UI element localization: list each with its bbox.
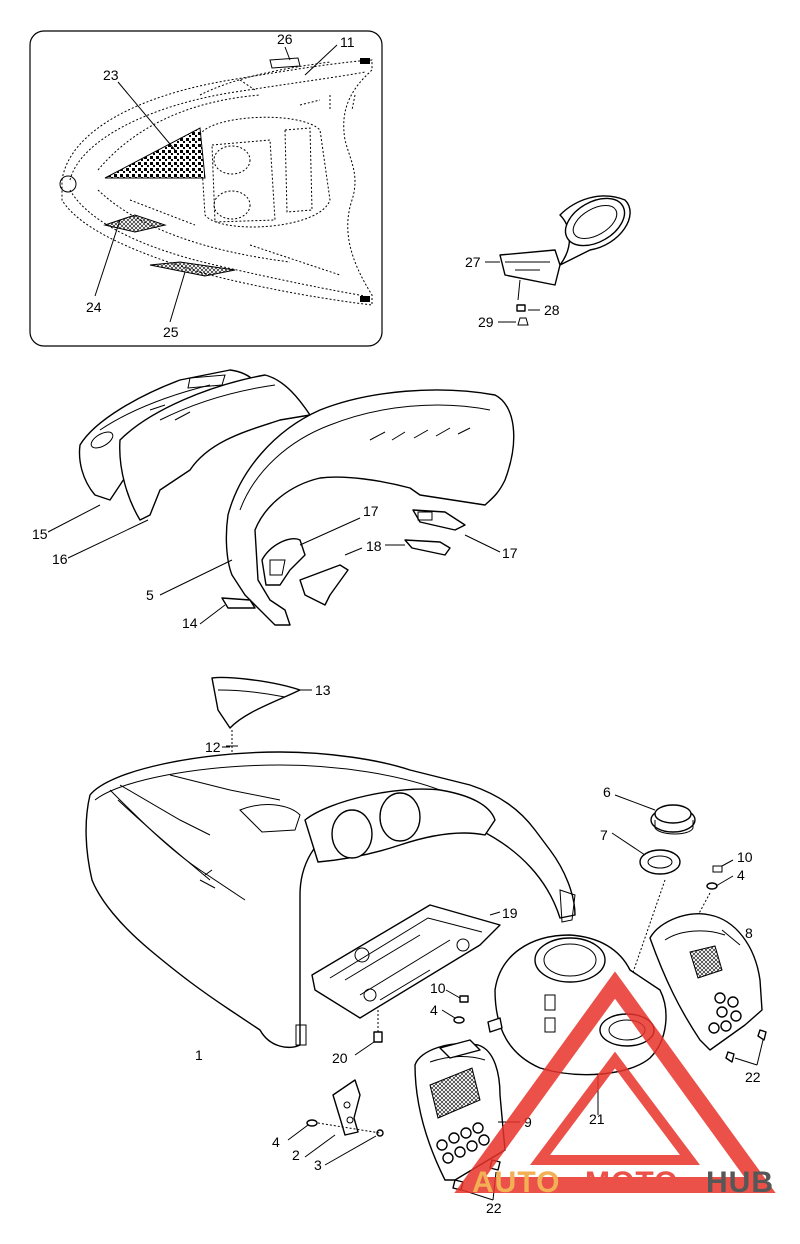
- watermark-triangle-outer: [454, 971, 776, 1193]
- watermark-logo: AUTO MOTO HUB: [454, 971, 776, 1199]
- part-27-instrument-housing: [485, 195, 631, 326]
- callout-4b: 4: [430, 1002, 438, 1018]
- part-21-console: [487, 934, 667, 1115]
- callout-10a: 10: [737, 849, 753, 865]
- callout-11: 11: [340, 34, 355, 50]
- hardware-10-4-right: [689, 859, 734, 931]
- part-19-tray: [311, 904, 501, 1056]
- callout-10b: 10: [430, 980, 446, 996]
- callout-25: 25: [163, 324, 179, 340]
- watermark-hub: HUB: [706, 1166, 774, 1199]
- callout-29: 29: [478, 314, 494, 330]
- callout-20: 20: [332, 1050, 348, 1066]
- callout-3: 3: [314, 1157, 322, 1173]
- callout-19: 19: [502, 905, 518, 921]
- callout-27: 27: [465, 254, 481, 270]
- part-9-side-bin-left: [414, 1039, 520, 1201]
- callout-4c: 4: [272, 1134, 280, 1150]
- callout-9: 9: [524, 1114, 532, 1130]
- watermark-auto: AUTO: [472, 1166, 560, 1199]
- callout-22a: 22: [745, 1069, 761, 1085]
- callout-5: 5: [146, 587, 154, 603]
- middle-leaders: [47, 504, 501, 625]
- part-8-side-bin-right: [649, 913, 767, 1066]
- part-6-7-cap-ring: [611, 794, 696, 1011]
- watermark-triangle-inner: [530, 1051, 700, 1165]
- callout-23: 23: [103, 67, 119, 83]
- callout-6: 6: [603, 784, 611, 800]
- middle-panels: [78, 369, 515, 626]
- callout-21: 21: [589, 1111, 605, 1127]
- part-1-front-body: [85, 751, 576, 1048]
- part-13-mirror-cap: [211, 676, 312, 800]
- callout-12: 12: [205, 739, 221, 755]
- callout-16: 16: [52, 551, 68, 567]
- callout-8: 8: [745, 925, 753, 941]
- callout-17b: 17: [502, 545, 518, 561]
- part-2-bracket: [287, 1079, 384, 1166]
- callout-2: 2: [292, 1147, 300, 1163]
- inset-top-view: [29, 30, 383, 347]
- callout-22b: 22: [486, 1200, 502, 1216]
- callout-15: 15: [32, 526, 48, 542]
- callout-28: 28: [544, 302, 560, 318]
- callout-26: 26: [277, 31, 293, 47]
- callout-14: 14: [182, 615, 198, 631]
- inset-leaders: [94, 44, 338, 323]
- callout-13: 13: [315, 682, 331, 698]
- hardware-10-4-center: [441, 989, 469, 1024]
- callout-7: 7: [600, 827, 608, 843]
- watermark-moto: MOTO: [585, 1166, 678, 1199]
- callout-24: 24: [86, 299, 102, 315]
- callout-1: 1: [195, 1047, 203, 1063]
- callout-labels: 26 11 23 24 25 27 28 29 15 16 5 14 17 18…: [32, 31, 761, 1216]
- callout-18: 18: [366, 538, 382, 554]
- callout-17a: 17: [363, 503, 379, 519]
- callout-4a: 4: [737, 867, 745, 883]
